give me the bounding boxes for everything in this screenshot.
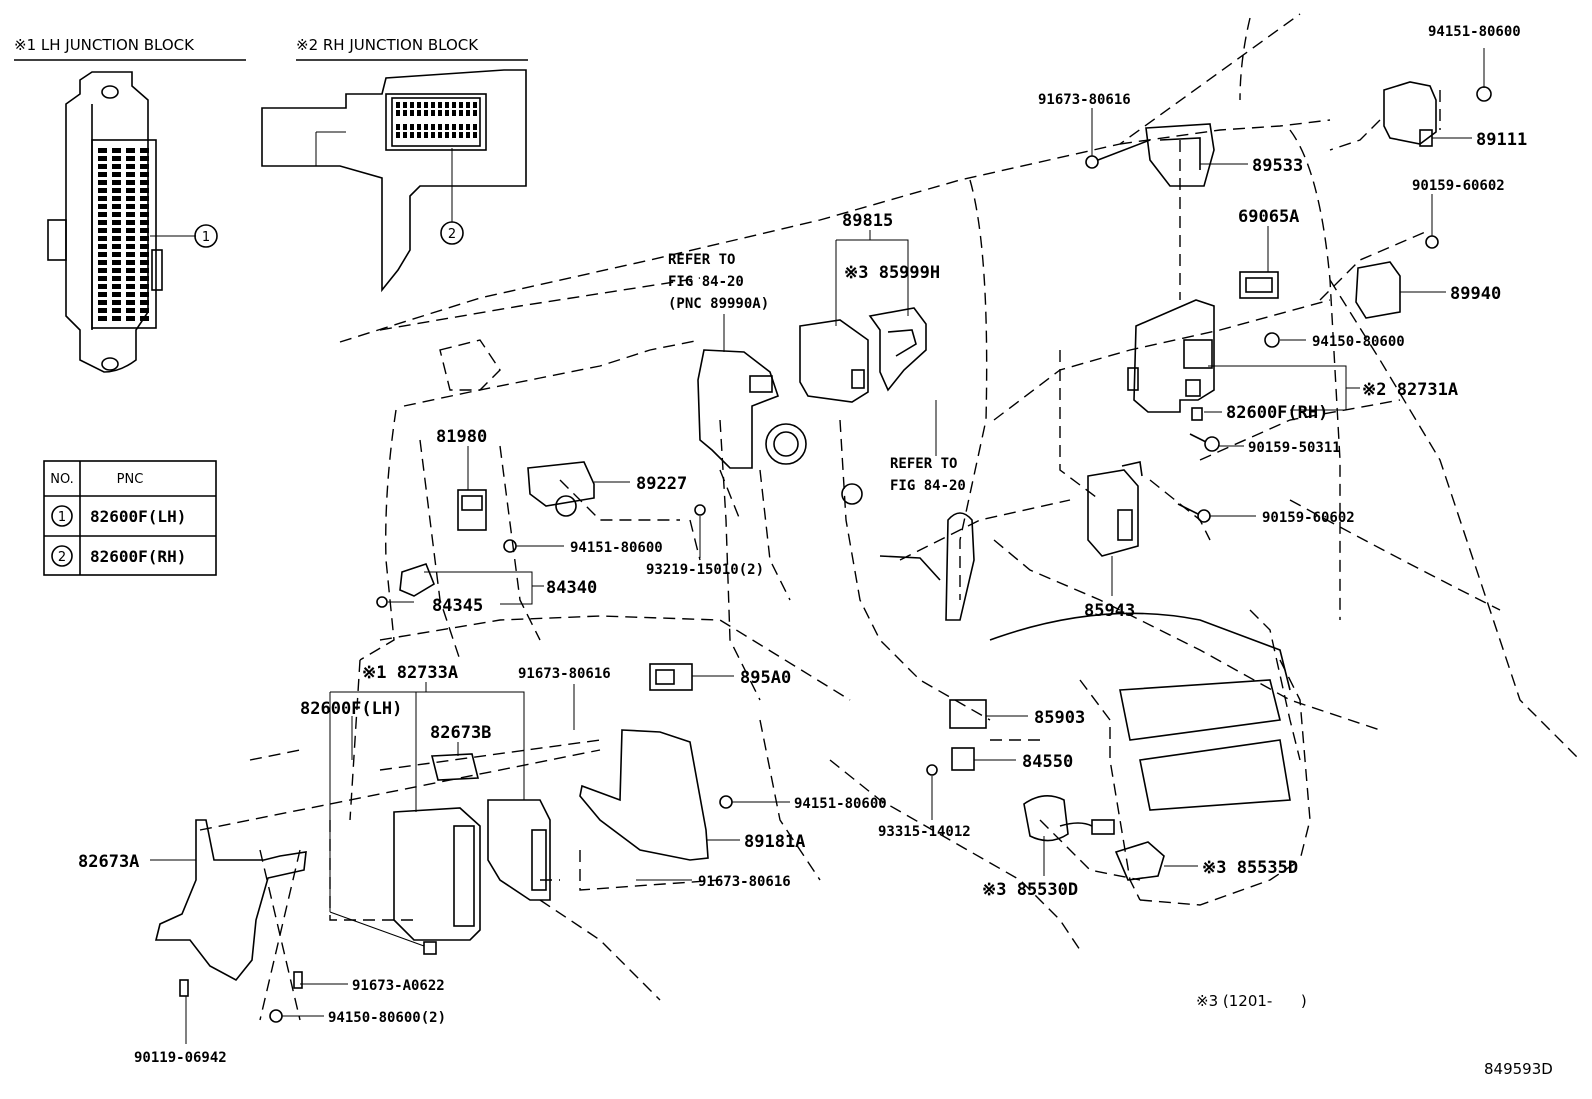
pnc-table-col-no: NO. [50, 472, 74, 487]
label-93219-15010: 93219-15010(2) [646, 562, 764, 578]
pnc-row-2-pnc: 82600F(RH) [90, 547, 186, 566]
label-90159-60602-mid: 90159-60602 [1262, 510, 1355, 526]
lh-junction-block-title: ※1 LH JUNCTION BLOCK [14, 36, 195, 54]
label-85903: 85903 [1034, 708, 1085, 728]
svg-text:2: 2 [448, 227, 456, 242]
rh-junction-block-title: ※2 RH JUNCTION BLOCK [296, 36, 479, 54]
label-82731A: ※2 82731A [1362, 380, 1458, 400]
label-91673-A0622: 91673-A0622 [352, 978, 445, 994]
label-84345: 84345 [432, 596, 483, 616]
pnc-row-1-no: 1 [58, 510, 66, 525]
label-85943: 85943 [1084, 601, 1135, 621]
label-82673A: 82673A [78, 852, 139, 872]
rh-junction-block-drawing: 2 [261, 69, 527, 293]
label-89181A: 89181A [744, 832, 805, 852]
label-82600F-LH: 82600F(LH) [300, 699, 402, 719]
refer-b-line2: FIG 84-20 [890, 478, 966, 494]
label-895A0: 895A0 [740, 668, 791, 688]
label-93315-14012: 93315-14012 [878, 824, 971, 840]
label-89111: 89111 [1476, 130, 1527, 150]
label-94151-80600-mid: 94151-80600 [570, 540, 663, 556]
label-89940: 89940 [1450, 284, 1501, 304]
label-69065A: 69065A [1238, 207, 1299, 227]
drawing-id: 849593D [1484, 1060, 1553, 1078]
refer-a-line2: FIG 84-20 [668, 274, 744, 290]
label-85530D: ※3 85530D [982, 880, 1078, 900]
label-94151-80600-top: 94151-80600 [1428, 24, 1521, 40]
refer-a-line1: REFER TO [668, 252, 735, 268]
label-85535D: ※3 85535D [1202, 858, 1298, 878]
refer-a-line3: (PNC 89990A) [668, 296, 769, 312]
label-91673-80616-mid: 91673-80616 [518, 666, 611, 682]
label-90159-60602-top: 90159-60602 [1412, 178, 1505, 194]
label-84340: 84340 [546, 578, 597, 598]
label-84550: 84550 [1022, 752, 1073, 772]
pnc-table-col-pnc: PNC [117, 472, 144, 487]
dashboard-outline [199, 13, 1581, 1021]
label-82600F-RH: 82600F(RH) [1226, 403, 1328, 423]
circled-ref-1 [194, 224, 218, 248]
label-91673-80616-top: 91673-80616 [1038, 92, 1131, 108]
footnote: ※3 (1201- ) [1196, 992, 1307, 1010]
pnc-row-2-no: 2 [58, 550, 66, 565]
label-82733A: ※1 82733A [362, 663, 458, 683]
lh-junction-block-drawing: 1 [47, 71, 218, 373]
label-90159-50311: 90159-50311 [1248, 440, 1341, 456]
pnc-row-1-pnc: 82600F(LH) [90, 507, 186, 526]
label-82673B: 82673B [430, 723, 491, 743]
svg-text:1: 1 [202, 230, 210, 245]
label-94150-80600: 94150-80600 [1312, 334, 1405, 350]
pnc-table: NO. PNC 1 82600F(LH) 2 82600F(RH) [43, 460, 217, 576]
label-91673-80616-low: 91673-80616 [698, 874, 791, 890]
label-94150-80600-2: 94150-80600(2) [328, 1010, 446, 1026]
label-90119-06942: 90119-06942 [134, 1050, 227, 1066]
label-94151-80600-low: 94151-80600 [794, 796, 887, 812]
label-81980: 81980 [436, 427, 487, 447]
label-89227: 89227 [636, 474, 687, 494]
component-sketches [154, 81, 1492, 1023]
label-89815: 89815 [842, 211, 893, 231]
label-89533: 89533 [1252, 156, 1303, 176]
leader-lines [150, 48, 1485, 1044]
refer-b-line1: REFER TO [890, 456, 957, 472]
circled-ref-2 [440, 221, 464, 245]
label-85999H: ※3 85999H [844, 263, 940, 283]
